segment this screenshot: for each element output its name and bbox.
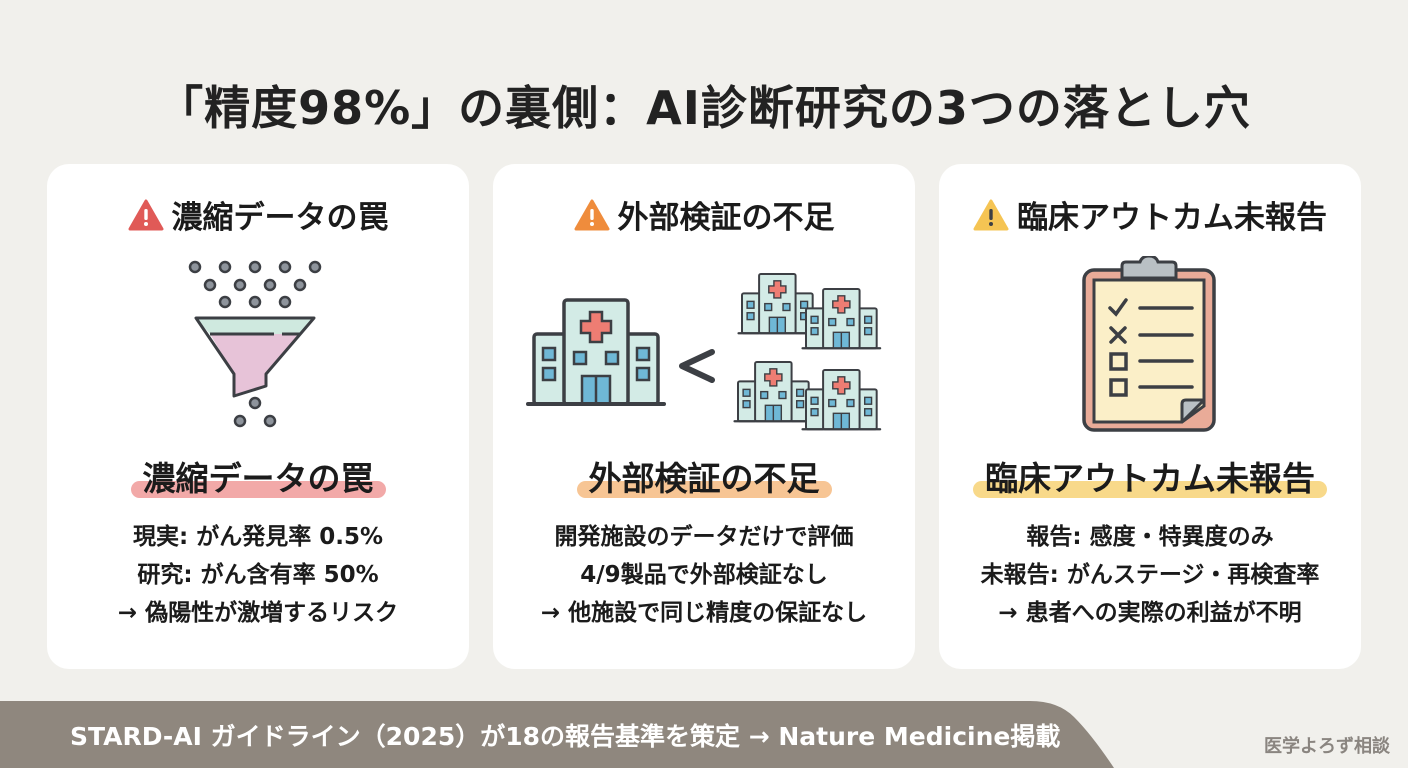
clipboard-checklist-icon bbox=[939, 256, 1361, 496]
card-heading-text: 濃縮データの罠 bbox=[171, 200, 389, 236]
page-title: 「精度98%」の裏側：AI診断研究の3つの落とし穴 bbox=[157, 81, 1251, 135]
card-external-validation: 外部検証の不足 bbox=[493, 164, 915, 669]
card-line: → 患者への実際の利益が不明 bbox=[998, 600, 1302, 626]
card-line: 報告: 感度・特異度のみ bbox=[1026, 524, 1274, 550]
card-line: → 他施設で同じ精度の保証なし bbox=[540, 600, 868, 626]
card-subtitle-text: 濃縮データの罠 bbox=[130, 452, 386, 500]
card-heading: 臨床アウトカム未報告 bbox=[939, 192, 1361, 237]
brand-label: 医学よろず相談 bbox=[1264, 736, 1390, 757]
card-line: 未報告: がんステージ・再検査率 bbox=[980, 562, 1320, 588]
card-subtitle-text: 外部検証の不足 bbox=[576, 452, 832, 500]
warning-icon bbox=[574, 199, 609, 230]
card-line: 4/9製品で外部検証なし bbox=[580, 562, 828, 588]
card-heading: 濃縮データの罠 bbox=[47, 192, 469, 237]
card-description: 報告: 感度・特異度のみ 未報告: がんステージ・再検査率 → 患者への実際の利… bbox=[939, 518, 1361, 632]
card-concentrated-data: 濃縮データの罠 濃縮データの罠 現実: がん発見率 0.5% 研究: がん含有率… bbox=[47, 164, 469, 669]
hospitals-comparison-icon bbox=[493, 256, 915, 496]
card-line: 開発施設のデータだけで評価 bbox=[554, 524, 854, 550]
footer-banner: STARD-AI ガイドライン（2025）が18の報告基準を策定 → Natur… bbox=[0, 701, 1408, 768]
card-heading: 外部検証の不足 bbox=[493, 192, 915, 237]
funnel-icon bbox=[47, 256, 469, 496]
footer-banner-shape bbox=[0, 701, 1114, 768]
card-heading-text: 臨床アウトカム未報告 bbox=[1017, 200, 1327, 236]
card-line: → 偽陽性が激増するリスク bbox=[117, 600, 399, 626]
card-subtitle-text: 臨床アウトカム未報告 bbox=[973, 452, 1327, 500]
card-line: 現実: がん発見率 0.5% bbox=[132, 524, 383, 550]
warning-icon bbox=[128, 199, 163, 230]
card-subtitle: 臨床アウトカム未報告 bbox=[939, 452, 1361, 506]
warning-icon bbox=[973, 199, 1009, 230]
card-subtitle: 外部検証の不足 bbox=[493, 452, 915, 506]
card-subtitle: 濃縮データの罠 bbox=[47, 452, 469, 506]
card-line: 研究: がん含有率 50% bbox=[137, 562, 379, 588]
card-description: 開発施設のデータだけで評価 4/9製品で外部検証なし → 他施設で同じ精度の保証… bbox=[493, 518, 915, 632]
footer-text: STARD-AI ガイドライン（2025）が18の報告基準を策定 → Natur… bbox=[70, 722, 1061, 751]
card-clinical-outcome: 臨床アウトカム未報告 臨床アウトカム未報告 報告: 感度・特異度のみ 未報告: … bbox=[939, 164, 1361, 669]
card-heading-text: 外部検証の不足 bbox=[617, 200, 835, 236]
card-description: 現実: がん発見率 0.5% 研究: がん含有率 50% → 偽陽性が激増するリ… bbox=[47, 518, 469, 632]
